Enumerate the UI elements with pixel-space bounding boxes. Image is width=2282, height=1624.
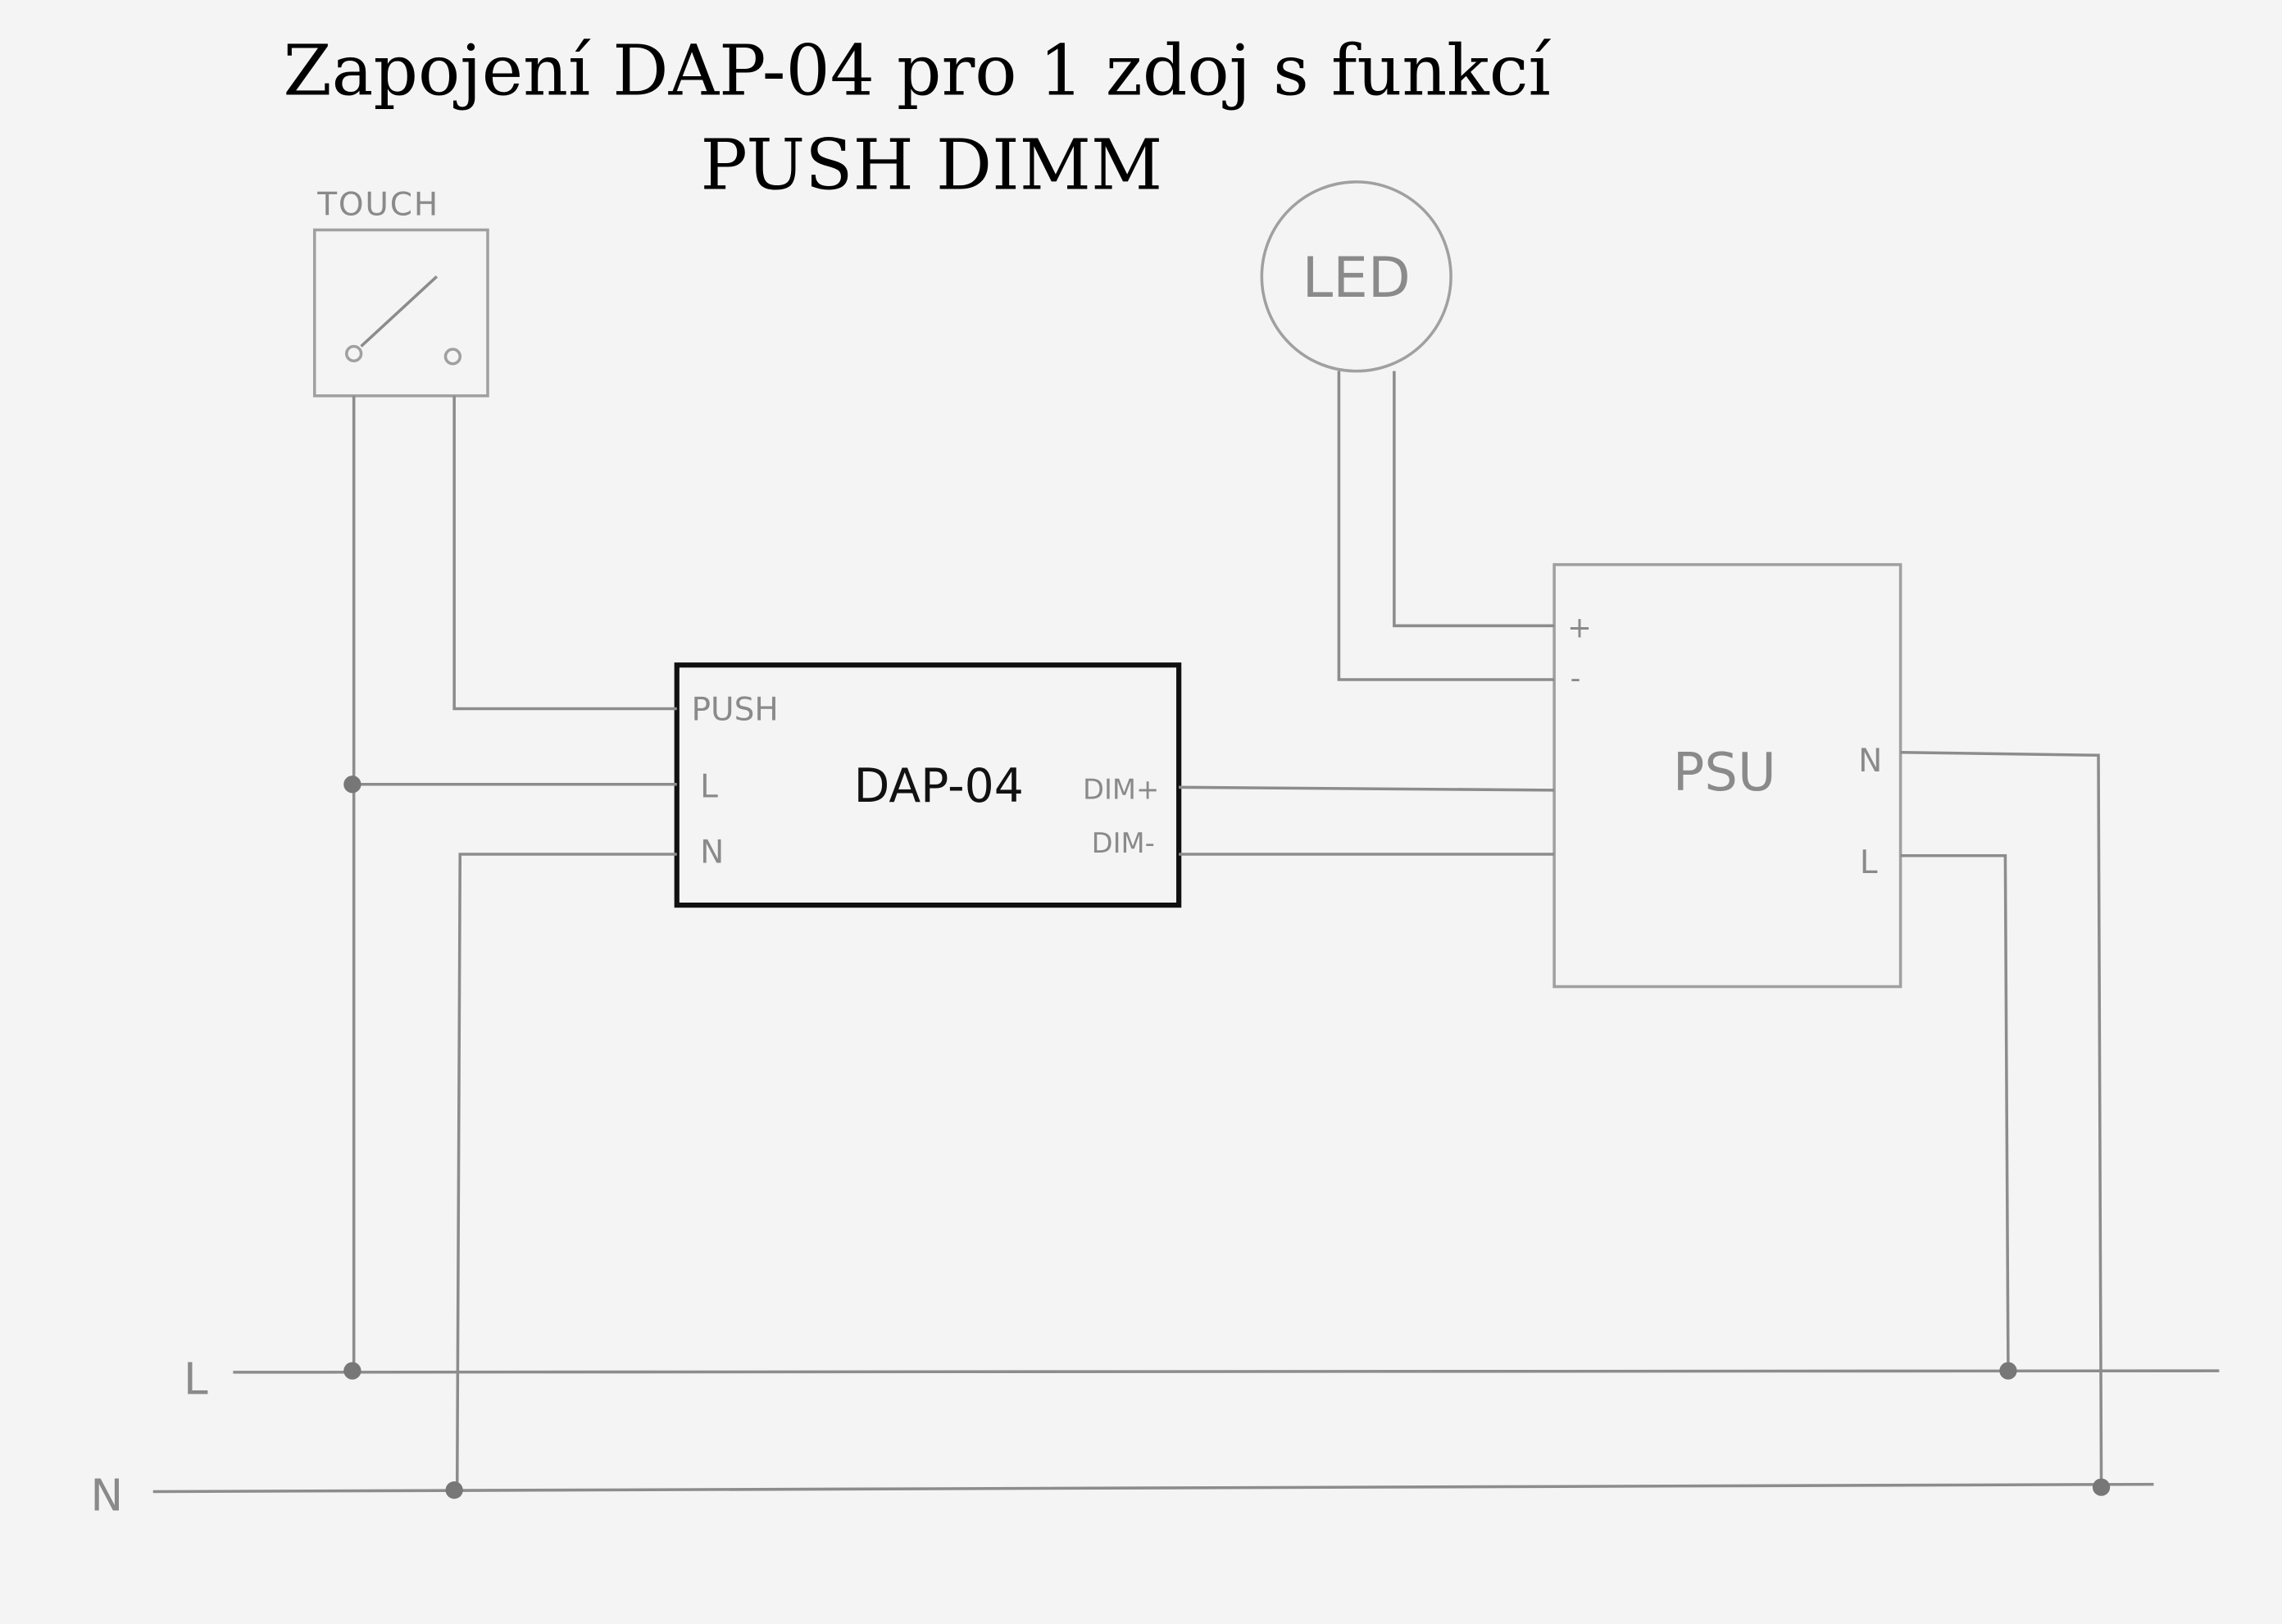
switch-lever-icon [360,275,439,348]
dap-name: DAP-04 [854,759,1024,813]
wire-dim-plus [1179,785,1555,792]
dap-n-label: N [700,835,724,871]
dap-push-label: PUSH [691,692,778,729]
led-lamp: LED [1260,180,1452,373]
led-label: LED [1302,245,1411,310]
touch-box [312,228,489,398]
psu-box [1552,562,1902,989]
psu-l-label: L [1860,844,1878,881]
title-line-2: PUSH DIMM [701,125,1163,207]
wires [152,371,2220,1494]
touch-label: TOUCH [316,187,439,224]
wire-touch-to-push [452,395,677,711]
psu-plus-label: + [1567,611,1592,644]
junctions [343,776,2111,1499]
led-circle [1260,180,1452,373]
psu-name: PSU [1673,743,1776,803]
wire-led-minus [1337,371,1555,681]
wire-psu-n-to-n-bus [1900,750,2103,1488]
wire-dap-n-to-n-bus [455,853,677,1490]
psu-n-label: N [1858,743,1882,780]
psu: + - PSU N L [1552,562,1902,989]
junction-dot [445,1481,463,1499]
touch-switch: TOUCH [312,187,489,398]
junction-dot [1999,1362,2017,1380]
switch-contact-icon [443,348,462,366]
title-line-1: Zapojení DAP-04 pro 1 zdoj s funkcí [283,30,1551,111]
switch-contact-icon [345,344,363,362]
dap-dim-plus-label: DIM+ [1083,774,1159,806]
dap-04-module: PUSH L N DAP-04 DIM+ DIM- [674,662,1182,908]
l-bus-line [233,1369,2220,1374]
l-bus-label: L [184,1354,208,1405]
psu-minus-label: - [1571,662,1581,696]
dap-dim-minus-label: DIM- [1092,827,1155,859]
junction-dot [2092,1478,2111,1496]
wire-led-plus [1393,371,1555,628]
wire-psu-l-to-l-bus [1900,853,2010,1372]
n-bus-line [152,1482,2154,1494]
n-bus-label: N [90,1471,123,1522]
junction-dot [343,1362,361,1380]
dap-l-label: L [700,769,718,806]
junction-dot [343,776,361,794]
